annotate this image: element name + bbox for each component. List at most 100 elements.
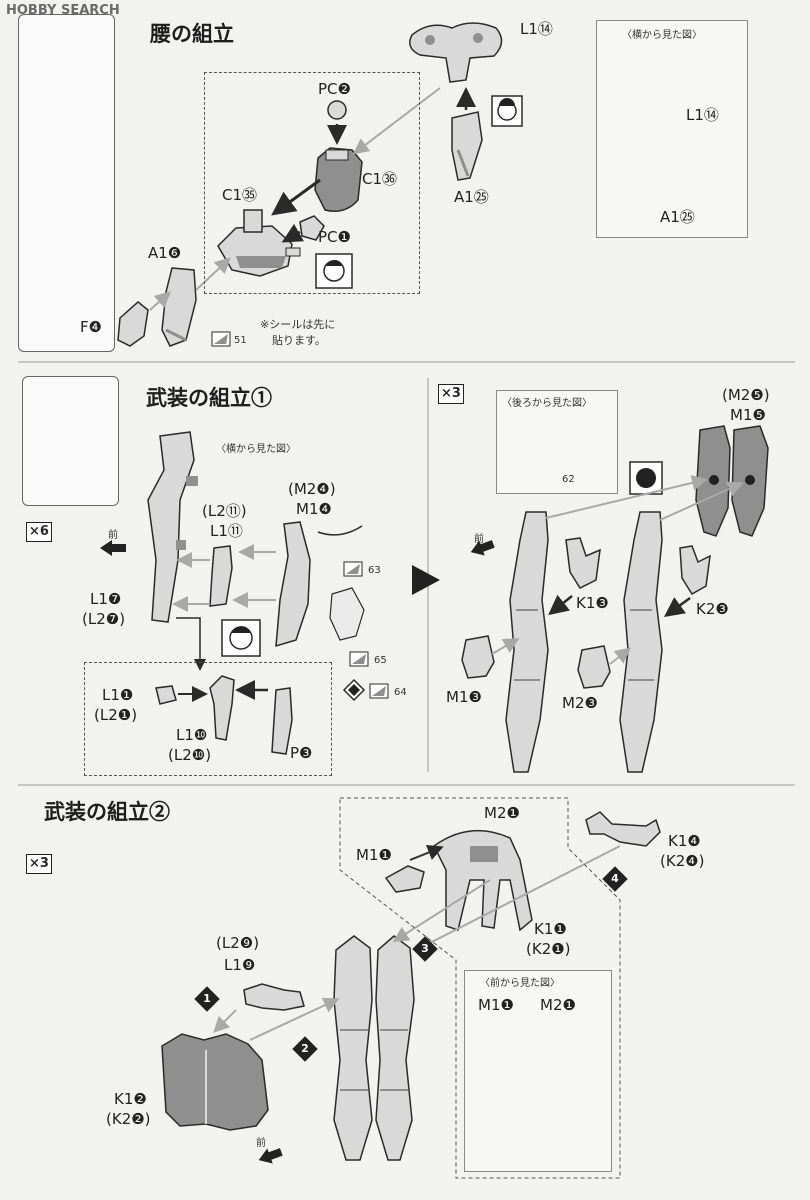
- label-pc2: PC❷: [318, 80, 351, 98]
- part-k2-3: [679, 545, 711, 596]
- part-p3: [271, 687, 293, 755]
- label-m1-4: M1❹: [296, 500, 332, 518]
- section3-dashed-outline: [339, 797, 621, 1179]
- label-l1-9: L1❾: [224, 956, 256, 974]
- thumbnail-armament: [22, 376, 119, 506]
- label-m2-1: M2❶: [484, 804, 520, 822]
- label-l1-11: L1⑪: [210, 522, 243, 540]
- sticker-number-65: 65: [374, 655, 387, 666]
- inset-side-view: [596, 20, 748, 238]
- arrow-m1-3: [491, 637, 520, 655]
- sticker-51-icon: [211, 331, 231, 347]
- part-sticker-plate: [329, 587, 365, 641]
- label-k1-4: K1❹: [668, 832, 701, 850]
- label-m1-5: M1❺: [730, 406, 766, 424]
- label-l1-1: L1❶: [102, 686, 134, 704]
- arrow-m1-1: [409, 845, 444, 861]
- part-k1-3: [565, 537, 601, 589]
- inset-label-m2-1: M2❶: [540, 996, 576, 1014]
- section2-title: 武装の組立①: [146, 385, 272, 410]
- part-l1-9: [243, 983, 305, 1011]
- sticker-65-icon: [349, 651, 369, 667]
- part-a1-6: [161, 267, 197, 347]
- front-arrow-icon-bottom: [258, 1148, 283, 1164]
- label-k2-1: (K2❶): [526, 940, 571, 958]
- part-l1-7: [147, 431, 198, 623]
- inset-label-a1-25: A1㉕: [660, 208, 695, 226]
- front-label-right: 前: [474, 534, 484, 545]
- label-p3: P❸: [290, 744, 313, 762]
- grease-icon: [315, 253, 353, 289]
- label-m2-3: M2❸: [562, 694, 598, 712]
- inset-label-l1-14: L1⑭: [686, 106, 719, 124]
- part-k1-2: [161, 1033, 269, 1131]
- sticker-64-icon: [342, 678, 389, 702]
- arrow-m2-3: [609, 647, 632, 665]
- front-label-left: 前: [108, 530, 118, 541]
- sticker-number-62: 62: [562, 474, 575, 485]
- label-f4: F❹: [80, 318, 103, 336]
- label-k2-2: (K2❷): [106, 1110, 151, 1128]
- label-m2-4: (M2❹): [288, 480, 336, 498]
- inset-label-m1-1: M1❶: [478, 996, 514, 1014]
- thumbnail-waist: [18, 14, 115, 352]
- section3-title: 武装の組立②: [44, 799, 170, 824]
- connector-line: [176, 617, 206, 671]
- part-c1-35: [217, 209, 301, 277]
- part-m1-1: [384, 865, 425, 893]
- back-view-title: 〈後ろから見た図〉: [502, 398, 592, 409]
- arrow-arm-to-m1-5-left: [545, 475, 708, 519]
- arrow-k2-3: [663, 596, 691, 617]
- sticker-number-63: 63: [368, 565, 381, 576]
- grease-icon-4: [629, 461, 663, 495]
- arrow-l1-to-c1: [352, 87, 441, 155]
- label-l1-10: L1❿: [176, 726, 208, 744]
- inset-front-view: [464, 970, 612, 1172]
- front-arrow-icon-right: [470, 540, 495, 556]
- front-arrow-icon: [100, 540, 126, 556]
- label-m1-1: M1❶: [356, 846, 392, 864]
- part-m1-5: [695, 425, 769, 537]
- arrow-a1-6: [195, 257, 231, 291]
- label-k1-3: K1❸: [576, 594, 609, 612]
- part-k1-4: [585, 811, 661, 847]
- label-a1-6: A1❻: [148, 244, 182, 262]
- label-m2-5: (M2❺): [722, 386, 770, 404]
- label-l2-1: (L2❶): [94, 706, 138, 724]
- part-l1-1: [155, 685, 177, 705]
- sticker-note-line1: ※シールは先に: [260, 318, 336, 331]
- part-l1-11: [209, 545, 233, 607]
- inset-back-view: [496, 390, 618, 494]
- arrow-c1-36-to-c1-35: [271, 178, 321, 216]
- step-2: 2: [292, 1036, 318, 1062]
- sticker-number-64: 64: [394, 687, 407, 698]
- part-m1-4: [275, 521, 363, 648]
- label-m1-3: M1❸: [446, 688, 482, 706]
- multiplier-x6: ×6: [26, 522, 52, 542]
- arrow-f4: [149, 291, 171, 311]
- part-pc2: [327, 100, 347, 120]
- label-l2-9: (L2❾): [216, 934, 260, 952]
- arrow-l1-9: [213, 1009, 237, 1033]
- part-a1-25: [451, 111, 483, 181]
- multiplier-x3-right: ×3: [438, 384, 464, 404]
- part-arm-left: [505, 511, 549, 773]
- part-f4: [117, 301, 149, 347]
- part-c1-36: [314, 147, 363, 212]
- grease-icon-2: [491, 95, 523, 127]
- part-l1-10: [209, 675, 235, 741]
- step-3: 3: [412, 936, 438, 962]
- label-k1-1: K1❶: [534, 920, 567, 938]
- label-c1-35: C1㉟: [222, 186, 258, 204]
- sticker-note-line2: 貼ります。: [272, 334, 326, 347]
- arrow-k1-3: [548, 594, 573, 616]
- arrow-arm-to-m1-5-right: [659, 481, 744, 521]
- next-step-arrow-icon: [412, 565, 440, 595]
- part-m2-1: [433, 829, 533, 932]
- inset-side-view-title: 〈横から見た図〉: [622, 30, 702, 41]
- arrow-m-to-arm: [392, 879, 491, 943]
- section1-dashed-box: [204, 72, 420, 294]
- label-k2-4: (K2❹): [660, 852, 705, 870]
- label-pc1: PC❶: [318, 228, 351, 246]
- step-1: 1: [194, 986, 220, 1012]
